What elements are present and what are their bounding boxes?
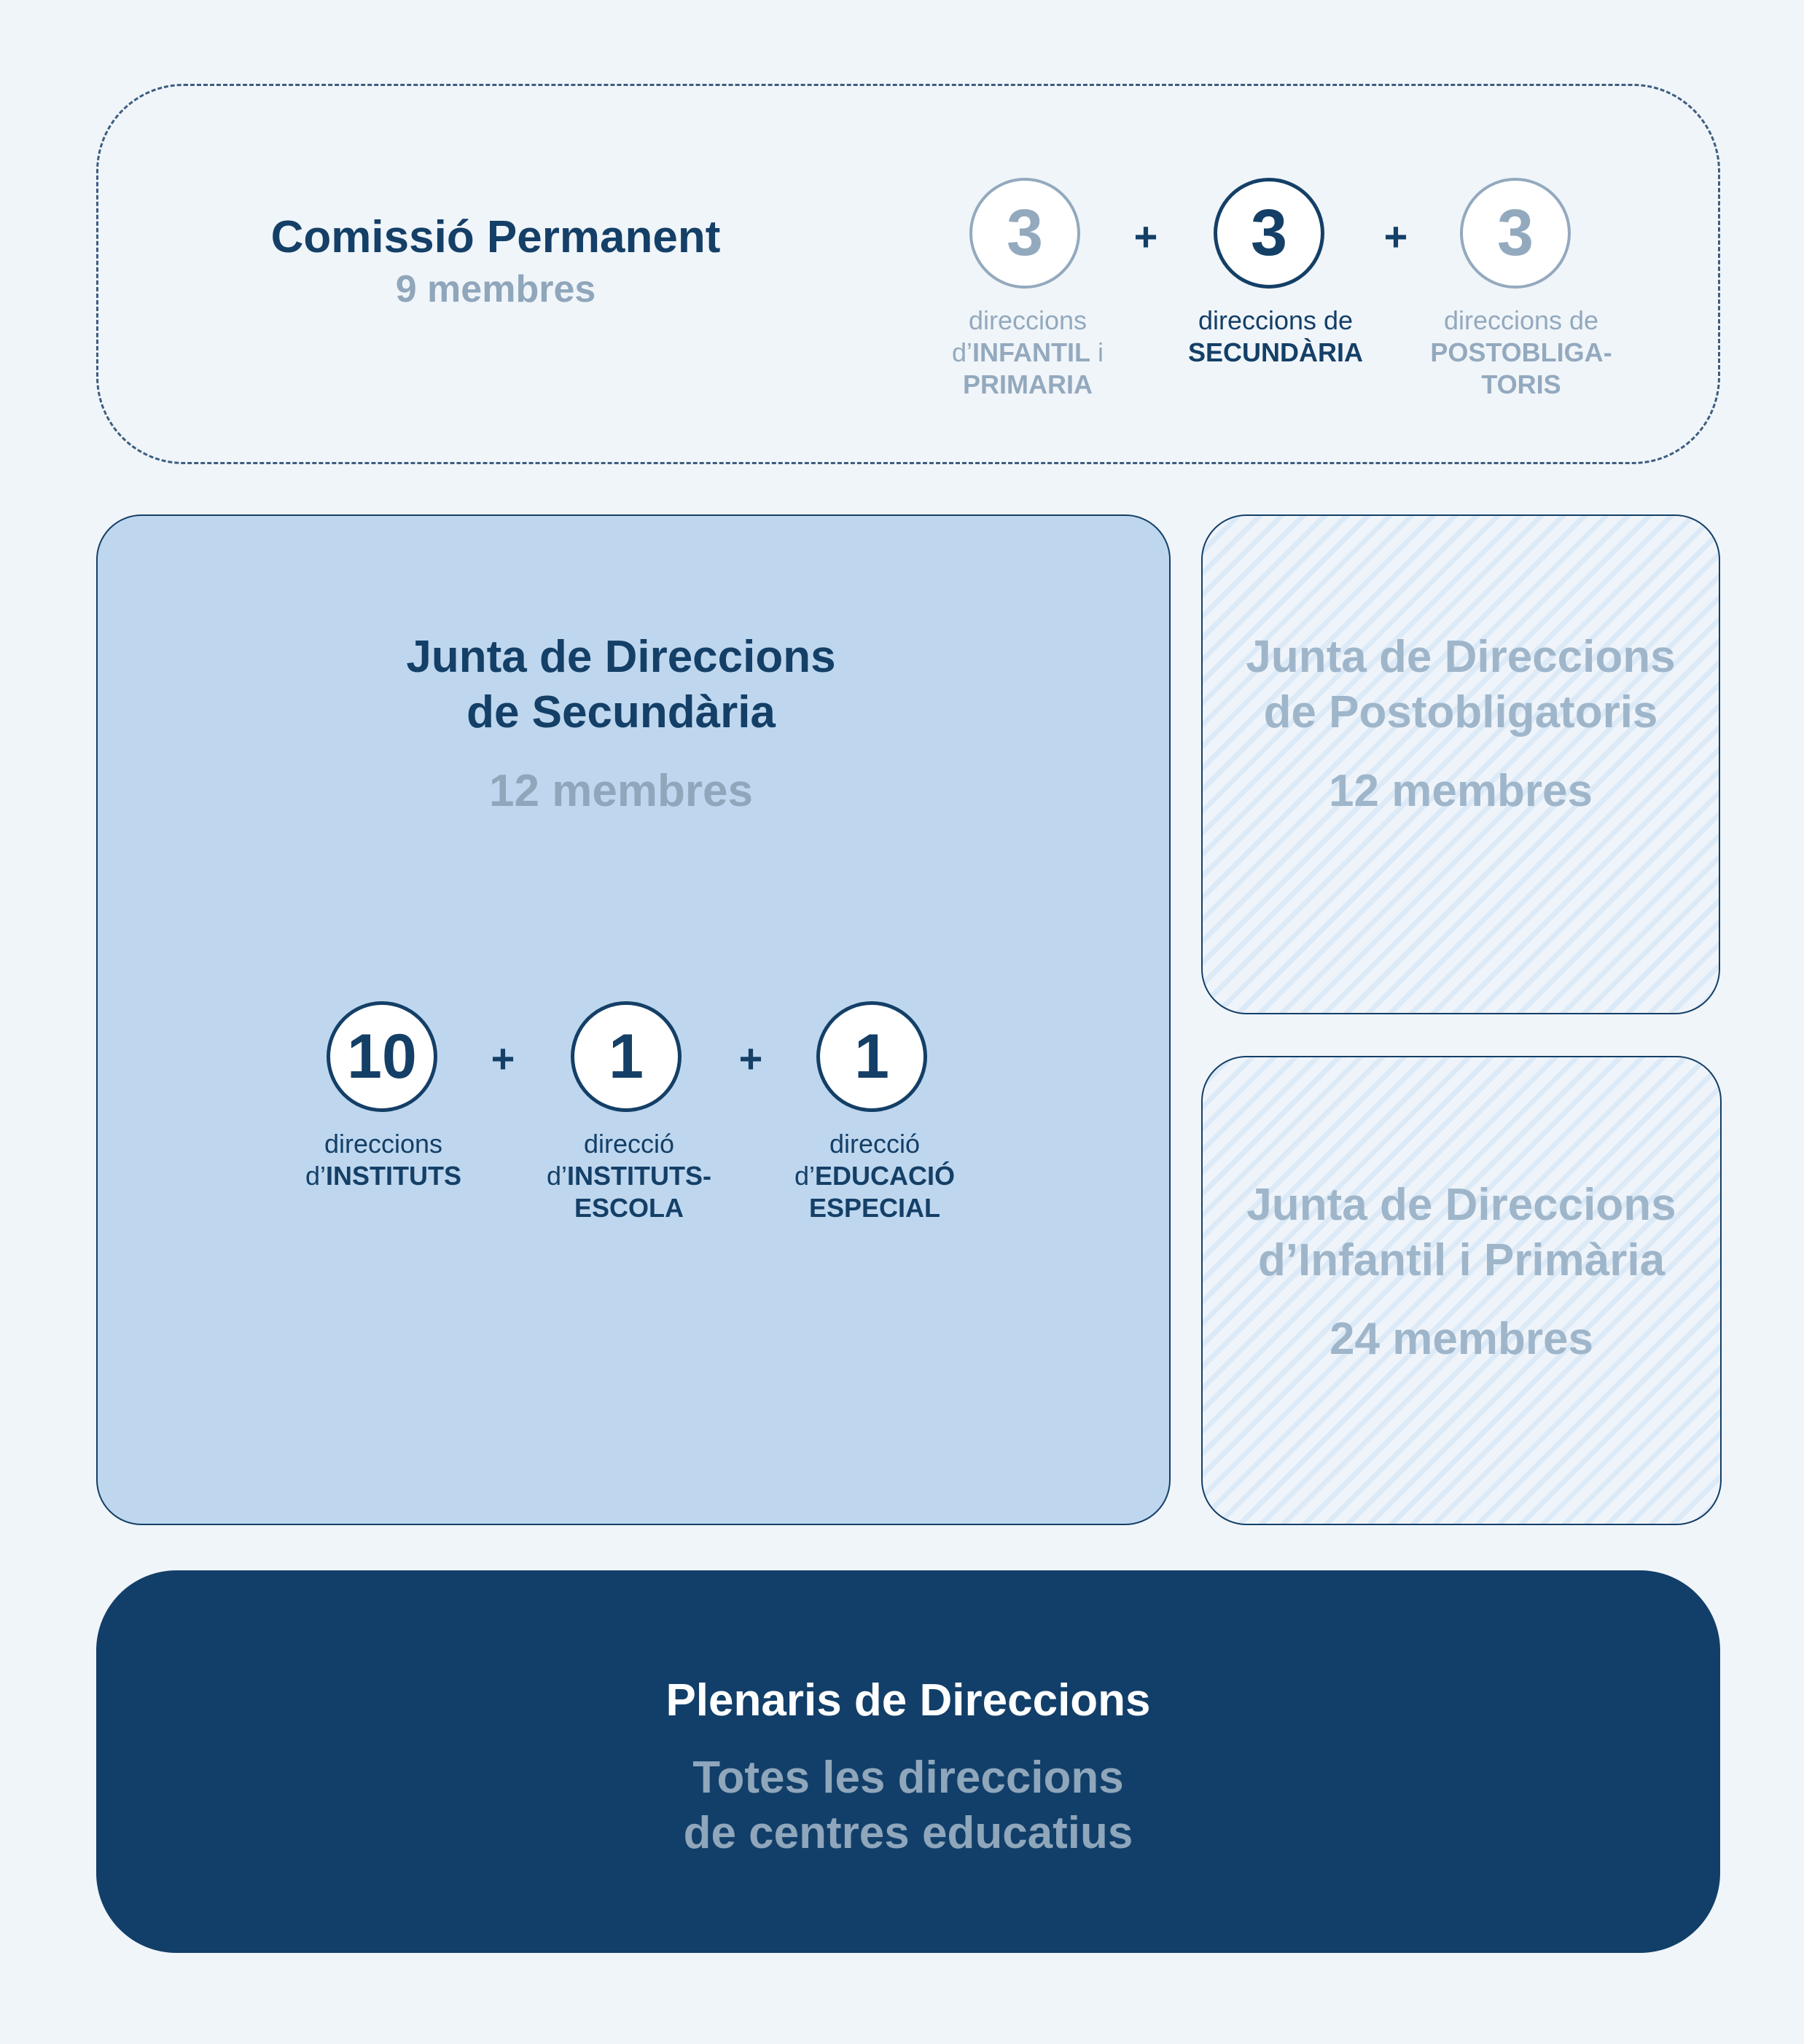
- count-circle-instituts: 10: [327, 1001, 437, 1112]
- caption-line: d’EDUCACIÓ: [743, 1160, 1006, 1192]
- junta-postobligatoris-title: Junta de Direccions de Postobligatoris: [1201, 630, 1720, 740]
- count-circle-secundaria: 3: [1214, 178, 1324, 289]
- caption-bold: ESCOLA: [574, 1193, 684, 1223]
- caption-prefix: d’: [546, 1161, 568, 1191]
- caption-bold: TORIS: [1481, 369, 1561, 399]
- caption-line: SECUNDÀRIA: [1144, 337, 1407, 369]
- title-line: Junta de Direccions: [406, 632, 836, 682]
- count-circle-postobligatoris: 3: [1460, 178, 1571, 289]
- caption-bold: EDUCACIÓ: [815, 1161, 956, 1191]
- count-circle-instituts-escola: 1: [571, 1001, 682, 1112]
- subtitle-line: de centres educatius: [683, 1808, 1133, 1858]
- caption-line: PRIMARIA: [897, 369, 1159, 401]
- comissio-title: Comissió Permanent: [270, 212, 721, 262]
- caption-bold: POSTOBLIGA-: [1430, 337, 1612, 367]
- title-line: Junta de Direccions: [1246, 1180, 1676, 1230]
- caption-infantil: direccions d’INFANTIL i PRIMARIA: [897, 305, 1159, 401]
- title-line: de Secundària: [466, 687, 776, 737]
- caption-postobligatoris: direccions de POSTOBLIGA- TORIS: [1390, 305, 1652, 401]
- caption-line: direcció: [583, 1129, 675, 1159]
- caption-educacio-especial: direcció d’EDUCACIÓ ESPECIAL: [743, 1128, 1006, 1224]
- caption-line: d’INSTITUTS: [252, 1160, 515, 1192]
- plus-sign: +: [738, 1035, 763, 1081]
- caption-line: d’INFANTIL i: [897, 337, 1159, 369]
- caption-bold: INSTITUTS-: [567, 1161, 711, 1191]
- comissio-members: 9 membres: [395, 268, 596, 310]
- junta-postobligatoris-panel: [1201, 514, 1720, 1014]
- caption-bold: INFANTIL: [972, 337, 1090, 367]
- plenaris-subtitle: Totes les direccions de centres educatiu…: [96, 1750, 1720, 1861]
- caption-line: direccions de: [1443, 305, 1599, 335]
- count-circle-infantil: 3: [969, 178, 1080, 289]
- title-line: de Postobligatoris: [1263, 687, 1658, 737]
- junta-infantil-members: 24 membres: [1329, 1314, 1593, 1364]
- caption-line: direccions: [968, 305, 1088, 335]
- caption-instituts: direccions d’INSTITUTS: [252, 1128, 515, 1192]
- count-circle-educacio-especial: 1: [816, 1001, 927, 1112]
- caption-line: direccions de: [1198, 305, 1354, 335]
- caption-prefix: d’: [951, 337, 973, 367]
- junta-infantil-title: Junta de Direccions d’Infantil i Primàri…: [1201, 1178, 1722, 1288]
- plus-sign: +: [1133, 214, 1158, 259]
- caption-line: POSTOBLIGA-: [1390, 337, 1652, 369]
- junta-postobligatoris-members: 12 membres: [1329, 766, 1593, 816]
- caption-bold: ESPECIAL: [808, 1193, 941, 1223]
- plus-sign: +: [491, 1035, 515, 1081]
- caption-suffix: i: [1090, 337, 1104, 367]
- plenaris-title: Plenaris de Direccions: [665, 1675, 1151, 1726]
- junta-secundaria-title: Junta de Direccions de Secundària: [329, 630, 913, 740]
- caption-line: ESCOLA: [498, 1192, 760, 1224]
- caption-line: direccions: [324, 1129, 443, 1159]
- caption-prefix: d’: [305, 1161, 327, 1191]
- caption-bold: INSTITUTS: [326, 1161, 462, 1191]
- junta-secundaria-panel: [96, 514, 1171, 1525]
- caption-line: d’INSTITUTS-: [498, 1160, 760, 1192]
- caption-line: ESPECIAL: [743, 1192, 1006, 1224]
- caption-line: TORIS: [1390, 369, 1652, 401]
- caption-prefix: d’: [794, 1161, 815, 1191]
- caption-instituts-escola: direcció d’INSTITUTS- ESCOLA: [498, 1128, 760, 1224]
- plus-sign: +: [1383, 214, 1408, 259]
- junta-secundaria-members: 12 membres: [489, 766, 753, 816]
- comissio-permanent-panel: [96, 84, 1720, 464]
- caption-bold: PRIMARIA: [963, 369, 1093, 399]
- title-line: d’Infantil i Primària: [1257, 1235, 1666, 1285]
- plenaris-panel: [96, 1570, 1720, 1953]
- junta-infantil-panel: [1201, 1056, 1722, 1525]
- caption-bold: SECUNDÀRIA: [1187, 337, 1363, 367]
- subtitle-line: Totes les direccions: [692, 1753, 1124, 1803]
- caption-line: direcció: [829, 1129, 921, 1159]
- title-line: Junta de Direccions: [1246, 632, 1676, 682]
- caption-secundaria: direccions de SECUNDÀRIA: [1144, 305, 1407, 369]
